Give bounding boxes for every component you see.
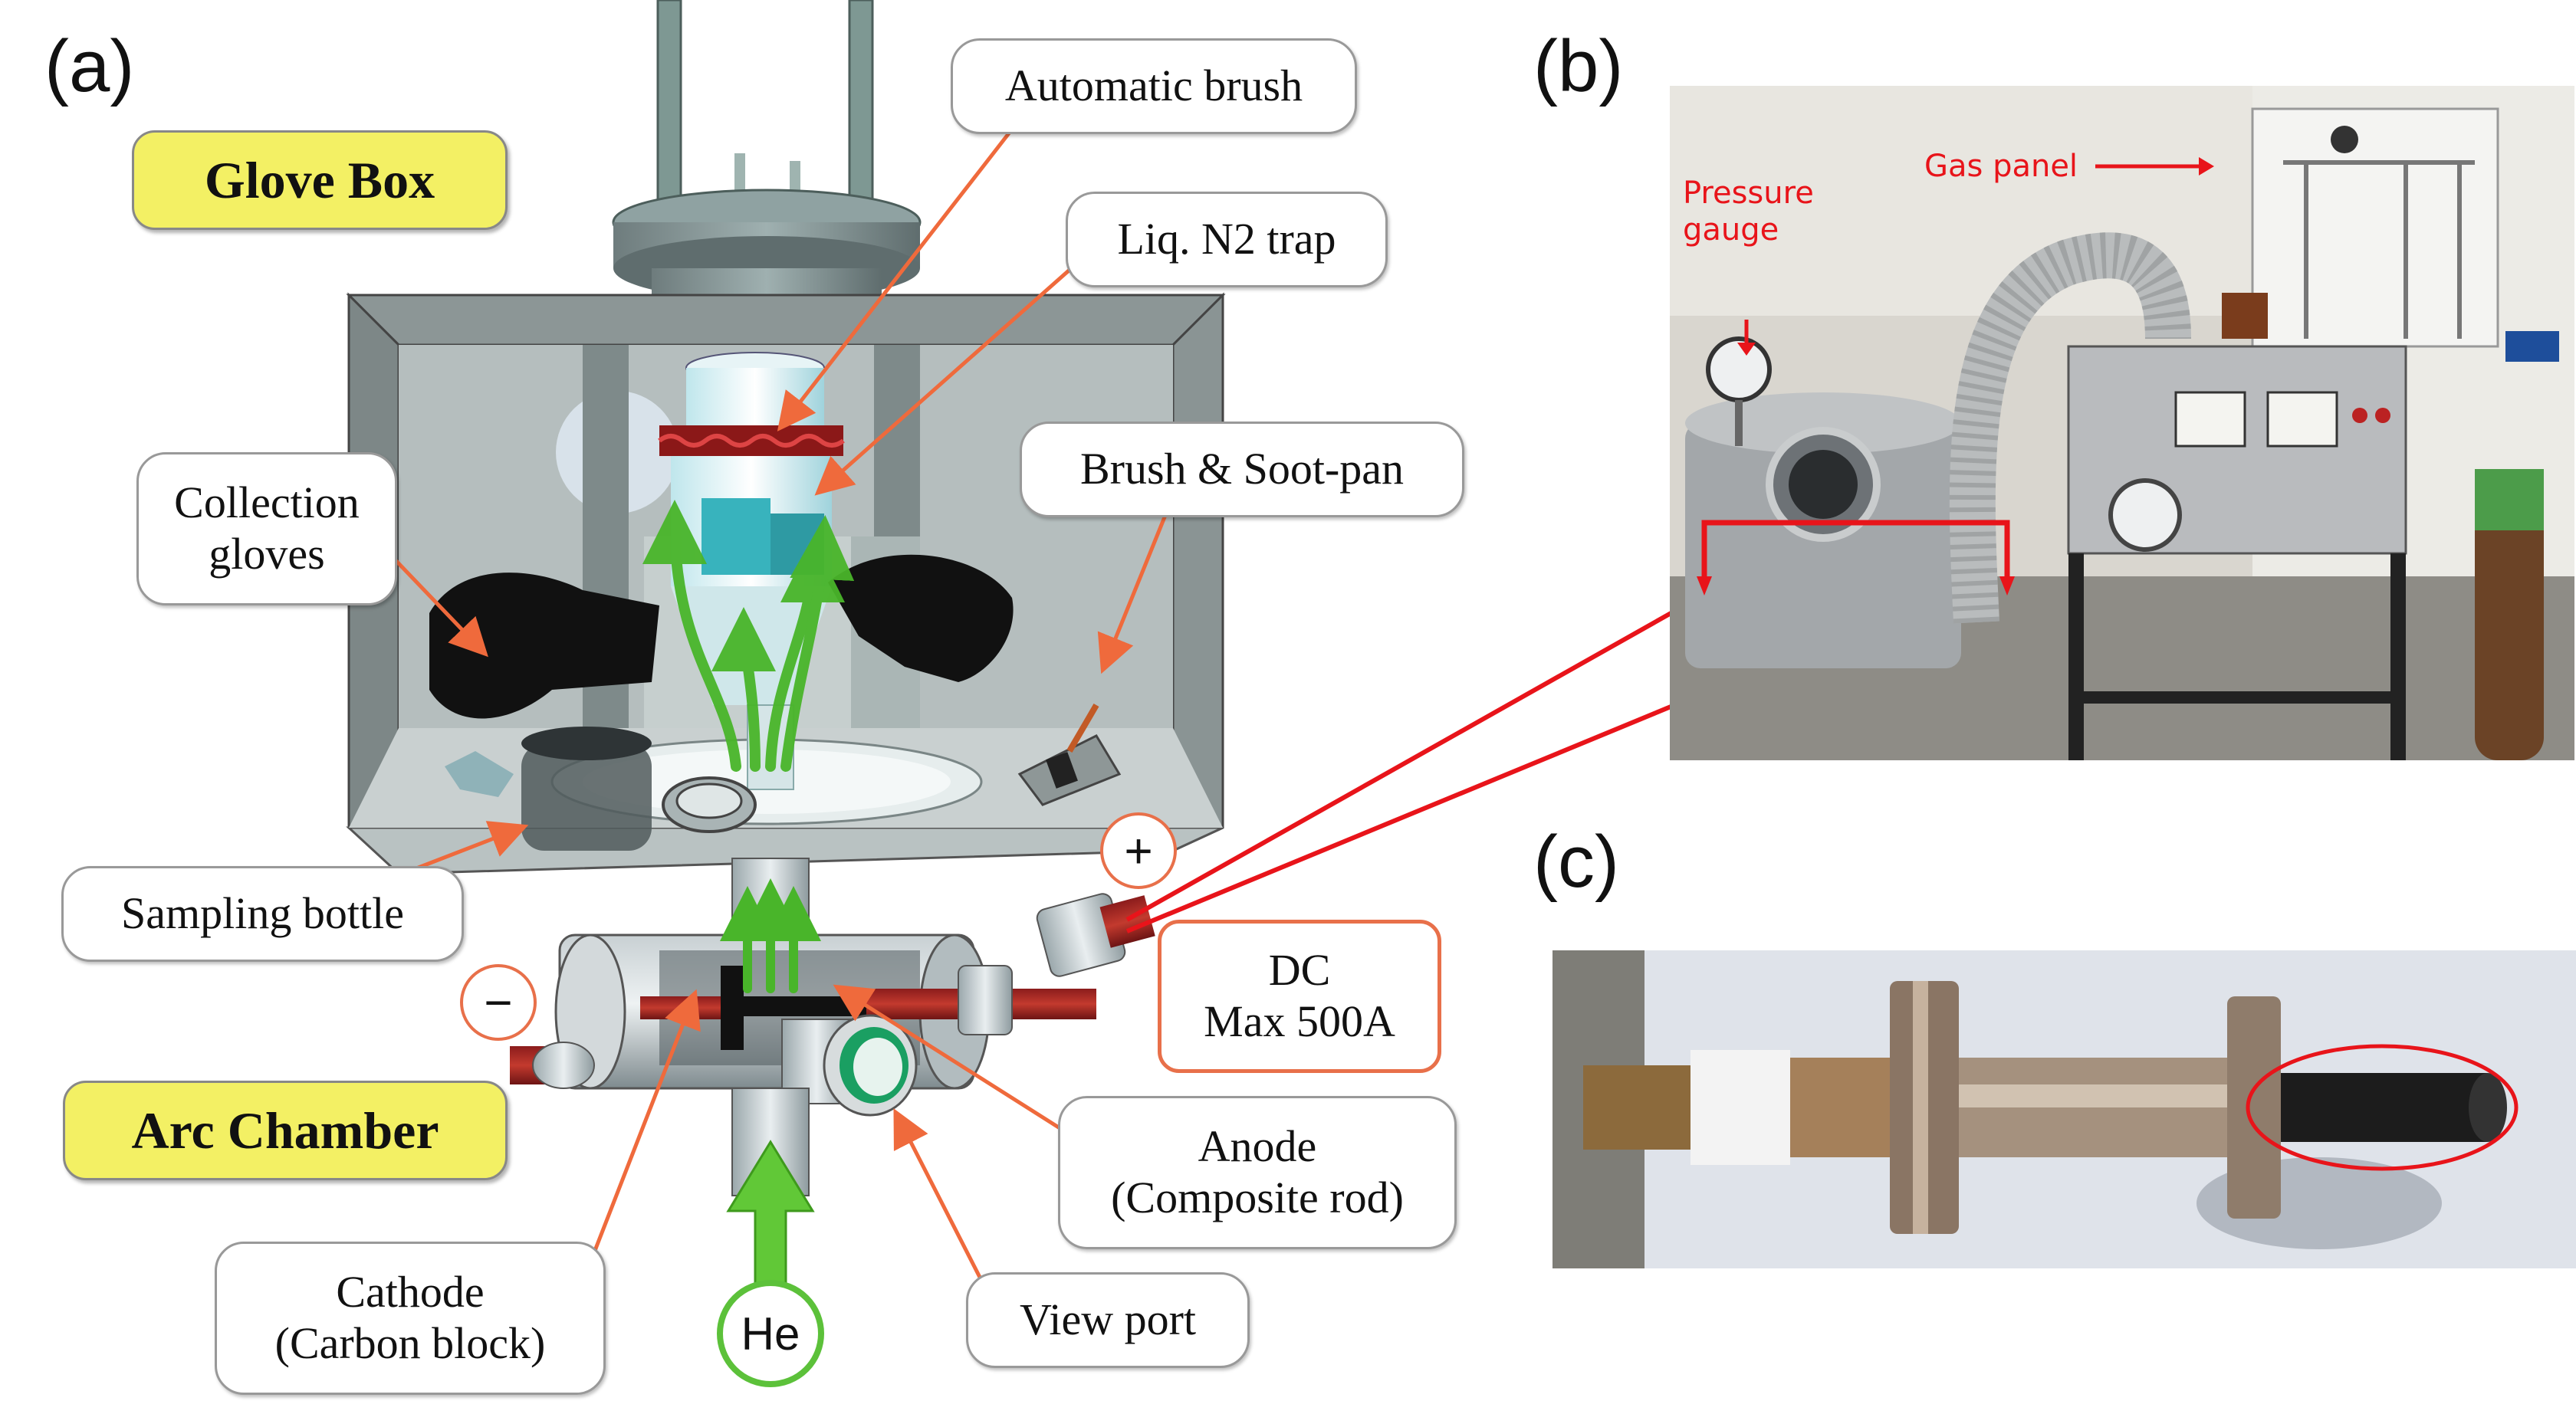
gas-flow-arrows bbox=[720, 878, 821, 993]
dc-line-1: DC bbox=[1268, 945, 1331, 996]
pressure-gauge-line-1: Pressure bbox=[1683, 176, 1814, 211]
sampling-bottle bbox=[445, 727, 757, 851]
composite-rod-photo bbox=[1552, 950, 2576, 1268]
cathode-line-1: Cathode bbox=[336, 1267, 485, 1317]
gas-panel-annotation: Gas panel bbox=[1924, 149, 2078, 184]
soot-flow-arrows bbox=[642, 500, 855, 772]
arc-chamber-label: Arc Chamber bbox=[63, 1081, 508, 1180]
anode-line-2: (Composite rod) bbox=[1111, 1173, 1404, 1222]
automatic-brush-callout: Automatic brush bbox=[951, 38, 1357, 134]
liq-n2-trap-label: Liq. N2 trap bbox=[1117, 214, 1336, 264]
sampling-bottle-callout: Sampling bottle bbox=[61, 866, 464, 962]
pressure-gauge-annotation: Pressure gauge bbox=[1683, 175, 1814, 248]
view-port-callout: View port bbox=[966, 1272, 1250, 1368]
brush-and-soot-pan bbox=[1017, 703, 1122, 806]
callout-arrows bbox=[393, 98, 1171, 1297]
negative-terminal-sign: − bbox=[460, 964, 537, 1041]
collection-gloves-line-1: Collection bbox=[174, 477, 360, 528]
brush-soot-pan-label: Brush & Soot-pan bbox=[1079, 444, 1405, 494]
cathode-callout: Cathode (Carbon block) bbox=[215, 1242, 606, 1395]
glove-box-label: Glove Box bbox=[132, 130, 508, 230]
collection-gloves-line-2: gloves bbox=[209, 529, 325, 579]
helium-inlet-arrow bbox=[726, 1140, 815, 1297]
lid-assembly bbox=[612, 0, 922, 307]
dc-supply-box: DC Max 500A bbox=[1158, 920, 1441, 1073]
automatic-brush-label: Automatic brush bbox=[1004, 61, 1303, 111]
lab-setup-photo bbox=[1670, 86, 2574, 760]
right-glove bbox=[828, 554, 1014, 682]
panel-label-c: (c) bbox=[1533, 821, 1619, 903]
panel-label-b: (b) bbox=[1533, 25, 1624, 107]
anode-callout: Anode (Composite rod) bbox=[1058, 1096, 1457, 1249]
brush-soot-pan-callout: Brush & Soot-pan bbox=[1020, 422, 1464, 517]
panel-label-a: (a) bbox=[44, 25, 135, 107]
positive-terminal-sign: + bbox=[1100, 812, 1177, 889]
anode-line-1: Anode bbox=[1198, 1121, 1317, 1172]
helium-inlet-label: He bbox=[717, 1280, 824, 1387]
sampling-bottle-label: Sampling bottle bbox=[121, 888, 404, 939]
pressure-gauge-line-2: gauge bbox=[1683, 212, 1779, 248]
left-glove bbox=[429, 573, 659, 719]
dc-line-2: Max 500A bbox=[1204, 996, 1395, 1046]
collection-gloves-callout: Collection gloves bbox=[136, 452, 397, 605]
liq-n2-trap-callout: Liq. N2 trap bbox=[1066, 192, 1388, 287]
cathode-line-2: (Carbon block) bbox=[274, 1318, 546, 1368]
view-port-label: View port bbox=[1019, 1294, 1197, 1345]
